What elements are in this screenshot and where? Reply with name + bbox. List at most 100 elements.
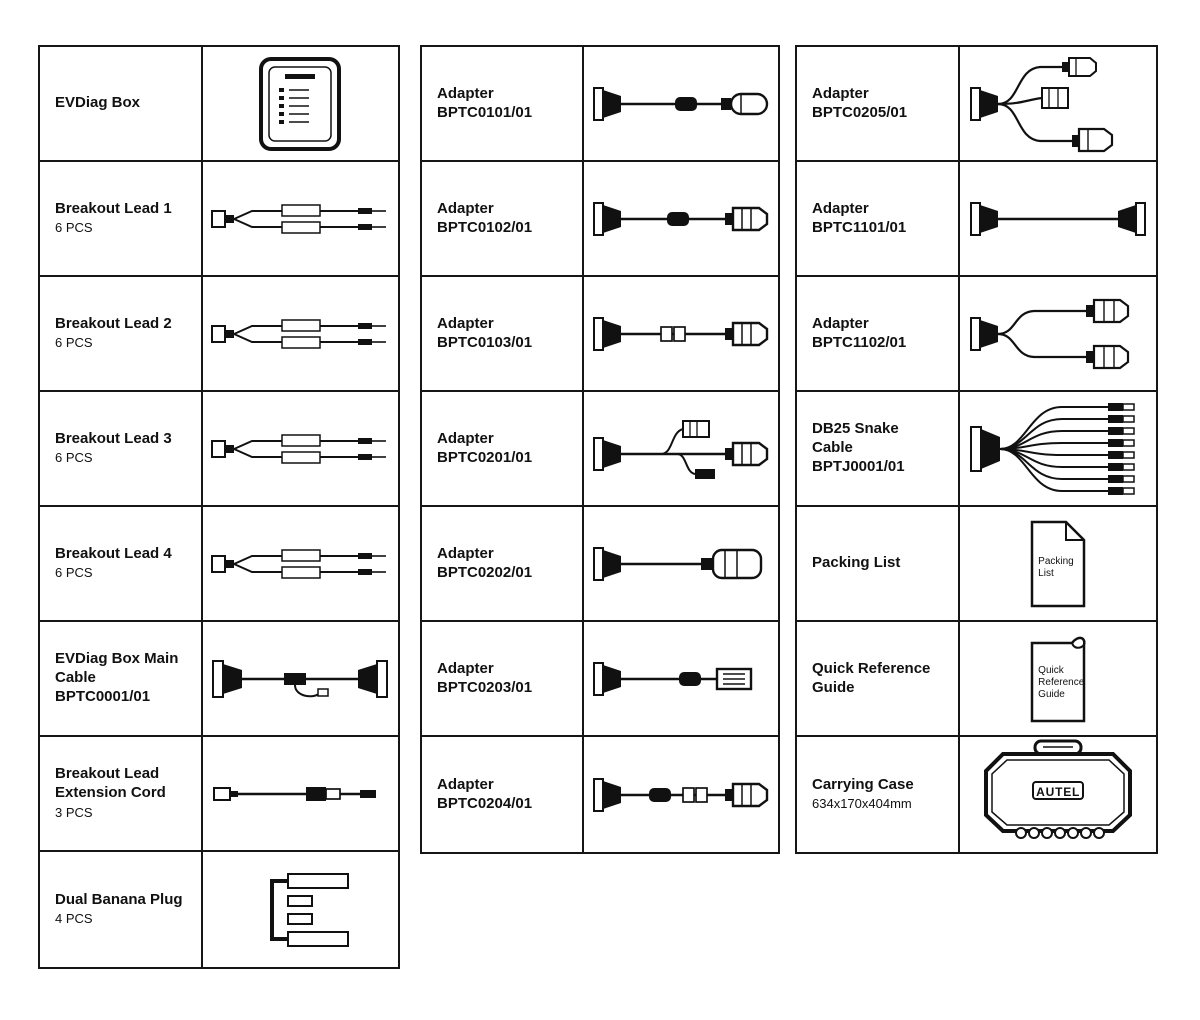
item-illustration xyxy=(591,74,771,134)
item-label-cell: Adapter BPTC0101/01 xyxy=(422,47,584,160)
item-title: Packing List xyxy=(812,554,901,572)
table-row: Adapter BPTC0202/01 xyxy=(422,507,778,622)
item-label-cell: Quick Reference Guide xyxy=(797,622,961,735)
item-illustration: Quick Reference Guide xyxy=(1020,633,1096,725)
table-row: Dual Banana Plug 4 PCS xyxy=(40,852,398,967)
item-illustration: AUTEL xyxy=(973,739,1143,851)
item-label-cell: Adapter BPTC0102/01 xyxy=(422,162,584,275)
item-image-cell xyxy=(203,47,398,160)
adapter-1101-icon xyxy=(970,201,1147,236)
item-label-cell: Adapter BPTC0201/01 xyxy=(422,392,584,505)
item-label-cell: EVDiag Box Main Cable BPTC0001/01 xyxy=(40,622,203,735)
carrying-case-label: AUTEL xyxy=(1036,784,1081,799)
table-row: Adapter BPTC0103/01 xyxy=(422,277,778,392)
table-row: EVDiag Box xyxy=(40,47,398,162)
table-row: Adapter BPTC0204/01 xyxy=(422,737,778,852)
carrying-case-icon xyxy=(984,739,1133,839)
item-illustration xyxy=(591,304,771,364)
item-image-cell xyxy=(960,162,1156,275)
item-title: Adapter BPTC0101/01 xyxy=(437,84,533,121)
main-cable-icon xyxy=(212,659,389,698)
item-image-cell xyxy=(960,392,1156,505)
adapter-0202-icon xyxy=(592,546,763,581)
item-title: Adapter BPTC0204/01 xyxy=(437,775,533,812)
item-quantity: 6 PCS xyxy=(55,335,93,351)
item-illustration xyxy=(591,189,771,249)
item-quantity: 3 PCS xyxy=(55,804,93,820)
item-image-cell xyxy=(584,47,778,160)
adapter-0204-icon xyxy=(592,777,769,812)
breakout-lead-icon xyxy=(211,433,387,464)
item-image-cell xyxy=(203,622,398,735)
item-quantity: 6 PCS xyxy=(55,450,93,466)
item-title: Breakout Lead 2 xyxy=(55,314,172,332)
item-illustration xyxy=(245,54,355,154)
item-quantity: 4 PCS xyxy=(55,911,93,927)
item-title: Dual Banana Plug xyxy=(55,890,183,908)
evdiag-box-icon xyxy=(259,56,342,151)
item-title: Adapter BPTC0202/01 xyxy=(437,544,533,581)
item-image-cell xyxy=(584,277,778,390)
item-illustration xyxy=(968,189,1148,249)
table-row: Breakout Lead Extension Cord 3 PCS xyxy=(40,737,398,852)
item-title: Breakout Lead Extension Cord xyxy=(55,765,166,802)
item-title: Breakout Lead 3 xyxy=(55,429,172,447)
table-row: Adapter BPTC0101/01 xyxy=(422,47,778,162)
item-title: Breakout Lead 1 xyxy=(55,199,172,217)
table-row: Breakout Lead 3 6 PCS xyxy=(40,392,398,507)
doc-guide-icon xyxy=(1030,636,1086,722)
item-label-cell: DB25 Snake Cable BPTJ0001/01 xyxy=(797,392,961,505)
table-row: Adapter BPTC0203/01 xyxy=(422,622,778,737)
item-image-cell xyxy=(960,277,1156,390)
item-image-cell: Packing List xyxy=(960,507,1156,620)
item-title: Adapter BPTC0201/01 xyxy=(437,429,533,466)
item-image-cell xyxy=(584,507,778,620)
item-title: EVDiag Box Main Cable BPTC0001/01 xyxy=(55,650,179,705)
item-title: EVDiag Box xyxy=(55,94,141,112)
adapter-0101-icon xyxy=(592,86,769,121)
adapter-0102-icon xyxy=(592,201,769,236)
item-label-cell: Breakout Lead Extension Cord 3 PCS xyxy=(40,737,203,850)
item-image-cell: AUTEL xyxy=(960,737,1156,852)
doc-guide-label: Quick Reference Guide xyxy=(1038,664,1085,700)
item-illustration xyxy=(968,54,1148,154)
item-illustration xyxy=(210,419,390,479)
item-image-cell xyxy=(203,852,398,967)
item-illustration xyxy=(968,296,1148,372)
item-image-cell xyxy=(203,392,398,505)
item-image-cell xyxy=(584,162,778,275)
item-illustration xyxy=(210,774,390,814)
breakout-lead-icon xyxy=(211,548,387,579)
table-row: Breakout Lead 1 6 PCS xyxy=(40,162,398,277)
table-row: Adapter BPTC0102/01 xyxy=(422,162,778,277)
item-illustration xyxy=(210,534,390,594)
item-quantity: 634x170x404mm xyxy=(812,796,912,812)
item-title: DB25 Snake Cable BPTJ0001/01 xyxy=(812,420,905,475)
snake-cable-icon xyxy=(970,402,1135,495)
item-image-cell xyxy=(203,507,398,620)
item-illustration: Packing List xyxy=(1020,518,1096,610)
doc-packing-label: Packing List xyxy=(1038,555,1074,579)
table-row: Packing List Packing List xyxy=(797,507,1156,622)
item-quantity: 6 PCS xyxy=(55,565,93,581)
item-image-cell xyxy=(203,162,398,275)
breakout-lead-icon xyxy=(211,318,387,349)
item-image-cell xyxy=(584,622,778,735)
table-row: Quick Reference Guide Quick Reference Gui… xyxy=(797,622,1156,737)
item-illustration xyxy=(591,649,771,709)
item-title: Adapter BPTC1102/01 xyxy=(812,314,907,351)
item-illustration xyxy=(210,649,390,709)
table-row: Adapter BPTC1102/01 xyxy=(797,277,1156,392)
adapter-0201-icon xyxy=(592,419,769,479)
item-label-cell: Adapter BPTC0103/01 xyxy=(422,277,584,390)
item-image-cell: Quick Reference Guide xyxy=(960,622,1156,735)
item-label-cell: Adapter BPTC0205/01 xyxy=(797,47,961,160)
item-quantity: 6 PCS xyxy=(55,220,93,236)
adapter-0203-icon xyxy=(592,661,753,696)
item-label-cell: Adapter BPTC0203/01 xyxy=(422,622,584,735)
